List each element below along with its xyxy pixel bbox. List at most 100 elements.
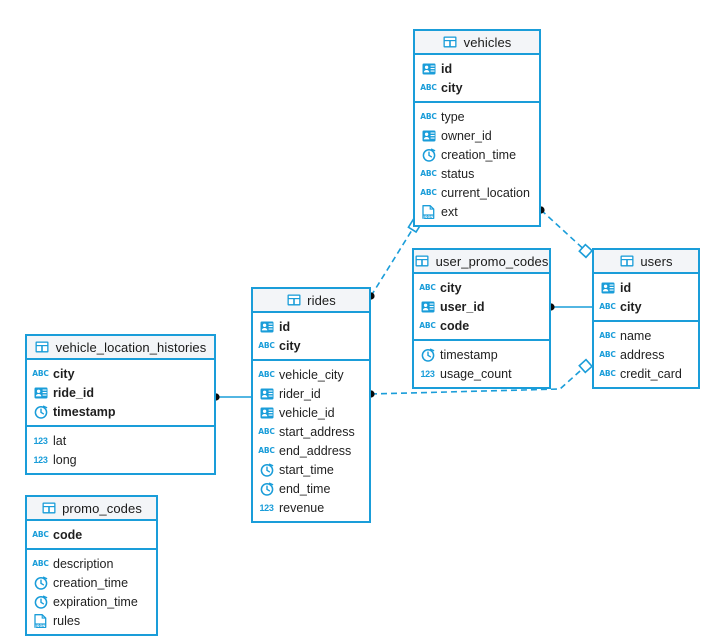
column-row[interactable]: rider_id — [253, 384, 369, 403]
abc-icon: ABC — [599, 302, 616, 311]
column-row[interactable]: ABC city — [414, 278, 549, 297]
column-name: revenue — [279, 500, 325, 515]
table-grid-icon — [619, 254, 634, 269]
column-row[interactable]: vehicle_id — [253, 403, 369, 422]
column-row[interactable]: creation_time — [27, 573, 156, 592]
column-name: timestamp — [440, 347, 498, 362]
column-name: creation_time — [441, 147, 517, 162]
table-header-rides[interactable]: rides — [253, 289, 369, 313]
clock-icon — [33, 594, 48, 609]
abc-icon: ABC — [420, 112, 437, 121]
abc-icon: ABC — [419, 283, 436, 292]
column-name: vehicle_city — [279, 367, 344, 382]
column-row[interactable]: timestamp — [414, 345, 549, 364]
table-grid-icon — [443, 35, 458, 50]
column-name: id — [279, 319, 291, 334]
column-row[interactable]: ABC credit_card — [594, 364, 698, 383]
column-row[interactable]: expiration_time — [27, 592, 156, 611]
column-name: city — [620, 299, 642, 314]
clock-icon — [420, 347, 435, 362]
column-name: timestamp — [53, 404, 116, 419]
column-row[interactable]: user_id — [414, 297, 549, 316]
column-row[interactable]: id — [594, 278, 698, 297]
table-grid-icon — [415, 254, 430, 269]
svg-text:JSON: JSON — [422, 214, 433, 218]
column-name: code — [53, 527, 83, 542]
column-row[interactable]: creation_time — [415, 145, 539, 164]
column-name: address — [620, 347, 665, 362]
column-name: ext — [441, 204, 458, 219]
column-name: credit_card — [620, 366, 682, 381]
column-name: start_time — [279, 462, 334, 477]
column-name: start_address — [279, 424, 355, 439]
abc-icon: ABC — [599, 369, 616, 378]
123-icon: 123 — [33, 454, 48, 465]
column-name: city — [440, 280, 462, 295]
column-row[interactable]: ABC city — [594, 297, 698, 316]
column-row[interactable]: id — [253, 317, 369, 336]
clock-icon — [33, 575, 48, 590]
column-row[interactable]: owner_id — [415, 126, 539, 145]
column-row[interactable]: JSON ext — [415, 202, 539, 221]
id-badge-icon — [259, 405, 274, 420]
column-name: current_location — [441, 185, 530, 200]
column-name: end_address — [279, 443, 352, 458]
column-row[interactable]: end_time — [253, 479, 369, 498]
abc-icon: ABC — [599, 331, 616, 340]
column-row[interactable]: timestamp — [27, 402, 214, 421]
relationship-rel-vlh-rides[interactable] — [212, 393, 251, 401]
table-header-promo_codes[interactable]: promo_codes — [27, 497, 156, 521]
column-name: lat — [53, 433, 67, 448]
column-row[interactable]: 123 revenue — [253, 498, 369, 517]
table-title: users — [640, 253, 673, 269]
column-row[interactable]: ride_id — [27, 383, 214, 402]
column-row[interactable]: start_time — [253, 460, 369, 479]
edge-endpoint-square — [578, 243, 594, 259]
123-icon: 123 — [259, 502, 274, 513]
column-row[interactable]: id — [415, 59, 539, 78]
table-header-users[interactable]: users — [594, 250, 698, 274]
table-header-vehicle_location_histories[interactable]: vehicle_location_histories — [27, 336, 214, 360]
abc-icon: ABC — [420, 83, 437, 92]
clock-icon — [33, 404, 48, 419]
abc-icon: ABC — [32, 369, 49, 378]
table-header-user_promo_codes[interactable]: user_promo_codes — [414, 250, 549, 274]
column-name: vehicle_id — [279, 405, 335, 420]
table-header-vehicles[interactable]: vehicles — [415, 31, 539, 55]
abc-icon: ABC — [419, 321, 436, 330]
json-file-icon: JSON — [33, 613, 48, 628]
relationship-rel-upc-users[interactable] — [547, 303, 592, 311]
